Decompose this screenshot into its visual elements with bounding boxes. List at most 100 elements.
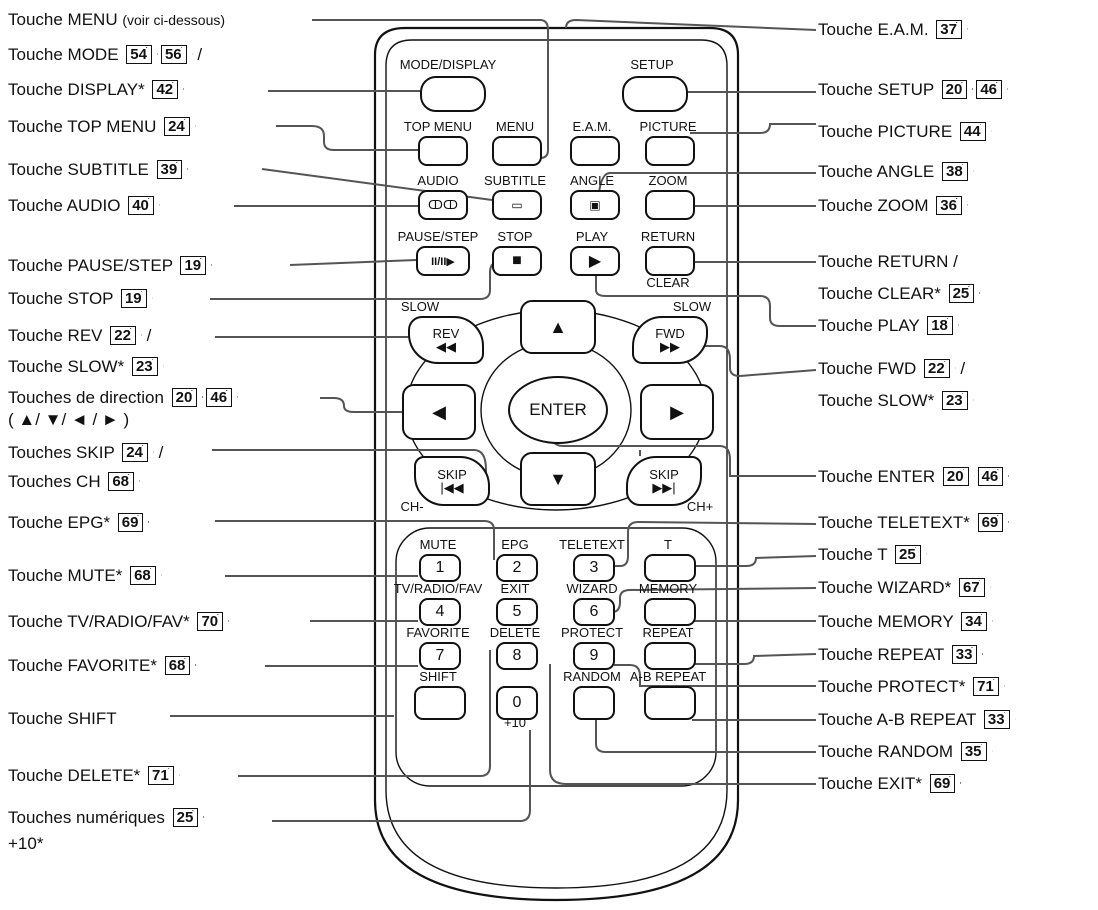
label-text: Touche FAVORITE* <box>8 656 157 675</box>
keypad-button[interactable] <box>644 642 696 670</box>
rl-zoom: ZOOM <box>648 173 688 188</box>
label-stop: Touche STOP 19 <box>8 289 153 309</box>
left-button[interactable]: ◀ <box>402 384 476 440</box>
label-text: Touche PAUSE/STEP <box>8 256 173 275</box>
stop-icon: ■ <box>512 252 522 269</box>
label-text: Touche TELETEXT* <box>818 513 970 532</box>
rl-clear: CLEAR <box>646 275 690 290</box>
subtitle-button[interactable]: ▭ <box>492 190 542 220</box>
rev-button[interactable]: REV◀◀ <box>408 316 484 364</box>
label-text: Touche REPEAT <box>818 645 944 664</box>
label-suffix: / <box>192 45 203 64</box>
label-eam: Touche E.A.M. 37 <box>818 20 968 40</box>
rl-angle: ANGLE <box>569 173 615 188</box>
keypad-button[interactable] <box>573 686 615 720</box>
enter-button[interactable]: ENTER <box>508 376 608 444</box>
keypad-button[interactable]: 8 <box>496 642 538 670</box>
keypad-button[interactable] <box>644 686 696 720</box>
label-num: Touches numériques 25 <box>8 808 204 828</box>
eam-button[interactable] <box>570 136 620 166</box>
page-ref: 71 <box>148 766 174 785</box>
keypad-digit: 9 <box>589 647 599 664</box>
label-text: Touche RANDOM <box>818 742 954 761</box>
skip-prev-label: SKIP <box>437 467 467 482</box>
label-abrepeat: Touche A-B REPEAT 33 <box>818 710 1016 730</box>
picture-button[interactable] <box>645 136 695 166</box>
setup-button[interactable] <box>622 76 688 112</box>
label-text: Touche ZOOM <box>818 196 929 215</box>
leader-line <box>312 19 549 159</box>
label-dir2: ( ▲/ ▼/ ◄ / ► ) <box>8 410 129 430</box>
top-menu-button[interactable] <box>418 136 468 166</box>
up-button[interactable]: ▲ <box>520 300 596 354</box>
page-ref: 24 <box>122 443 148 462</box>
keypad-button[interactable] <box>644 554 696 582</box>
label-mute: Touche MUTE* 68 <box>8 566 162 586</box>
stop-button[interactable]: ■ <box>492 246 542 276</box>
pause-step-button[interactable]: II/II▶ <box>416 246 470 276</box>
label-random: Touche RANDOM 35 <box>818 742 993 762</box>
keypad-button[interactable]: 9 <box>573 642 615 670</box>
rl-slow-right: SLOW <box>672 299 712 314</box>
rl-key-8: FAVORITE <box>406 625 470 640</box>
label-text: Touche DELETE* <box>8 766 141 785</box>
audio-button[interactable]: ↀↀ <box>418 190 468 220</box>
label-clear: Touche CLEAR* 25 <box>818 284 980 304</box>
remote-inner-outline <box>385 39 728 889</box>
rl-eam: E.A.M. <box>572 119 612 134</box>
label-text: Touche DISPLAY* <box>8 80 145 99</box>
keypad-button[interactable] <box>644 598 696 626</box>
mode-display-button[interactable] <box>420 76 486 112</box>
label-ch: Touches CH 68 <box>8 472 140 492</box>
keypad-button[interactable] <box>414 686 466 720</box>
right-button[interactable]: ▶ <box>640 384 714 440</box>
rl-key-14: RANDOM <box>563 669 621 684</box>
skip-prev-button[interactable]: SKIP|◀◀ <box>414 456 490 506</box>
label-text: Touche TOP MENU <box>8 117 157 136</box>
keypad-panel <box>395 527 717 787</box>
keypad-button[interactable]: 0 <box>496 686 538 720</box>
label-display: Touche DISPLAY* 42 <box>8 80 184 100</box>
page-ref: 20 <box>942 467 969 486</box>
leader-line <box>238 650 491 777</box>
return-button[interactable] <box>645 246 695 276</box>
rl-key-0: MUTE <box>419 537 457 552</box>
page-ref: 67 <box>958 578 985 597</box>
page-ref: 70 <box>197 612 224 631</box>
play-button[interactable]: ▶ <box>570 246 620 276</box>
down-button[interactable]: ▼ <box>520 452 596 506</box>
label-audio: Touche AUDIO 40 <box>8 196 160 216</box>
keypad-digit: 3 <box>589 559 599 576</box>
page-ref: 68 <box>108 472 135 491</box>
keypad-button[interactable]: 3 <box>573 554 615 582</box>
page-ref: 19 <box>180 256 207 275</box>
page-ref: 25 <box>172 808 199 827</box>
label-menu: Touche MENU (voir ci-dessous) <box>8 10 225 30</box>
menu-button[interactable] <box>492 136 542 166</box>
keypad-button[interactable]: 5 <box>496 598 538 626</box>
keypad-button[interactable]: 4 <box>419 598 461 626</box>
label-picture: Touche PICTURE 44 <box>818 122 992 142</box>
keypad-button[interactable]: 2 <box>496 554 538 582</box>
leader-line <box>289 259 417 266</box>
keypad-button[interactable]: 6 <box>573 598 615 626</box>
page-ref: 33 <box>951 645 978 664</box>
leader-line <box>690 123 816 134</box>
label-text: Touche EXIT* <box>818 774 922 793</box>
zoom-button[interactable] <box>645 190 695 220</box>
label-skip: Touches SKIP 24 / <box>8 443 163 463</box>
label-suffix: / <box>153 443 164 462</box>
fwd-button[interactable]: FWD▶▶ <box>632 316 708 364</box>
right-arrow-icon: ▶ <box>670 401 684 422</box>
skip-next-button[interactable]: SKIP▶▶| <box>626 456 702 506</box>
rl-key-3: T <box>664 537 672 552</box>
label-repeat: Touche REPEAT 33 <box>818 645 983 665</box>
keypad-button[interactable]: 7 <box>419 642 461 670</box>
label-text: Touche MODE <box>8 45 119 64</box>
keypad-button[interactable]: 1 <box>419 554 461 582</box>
angle-button[interactable]: ▣ <box>570 190 620 220</box>
label-text: Touche RETURN / <box>818 252 958 271</box>
